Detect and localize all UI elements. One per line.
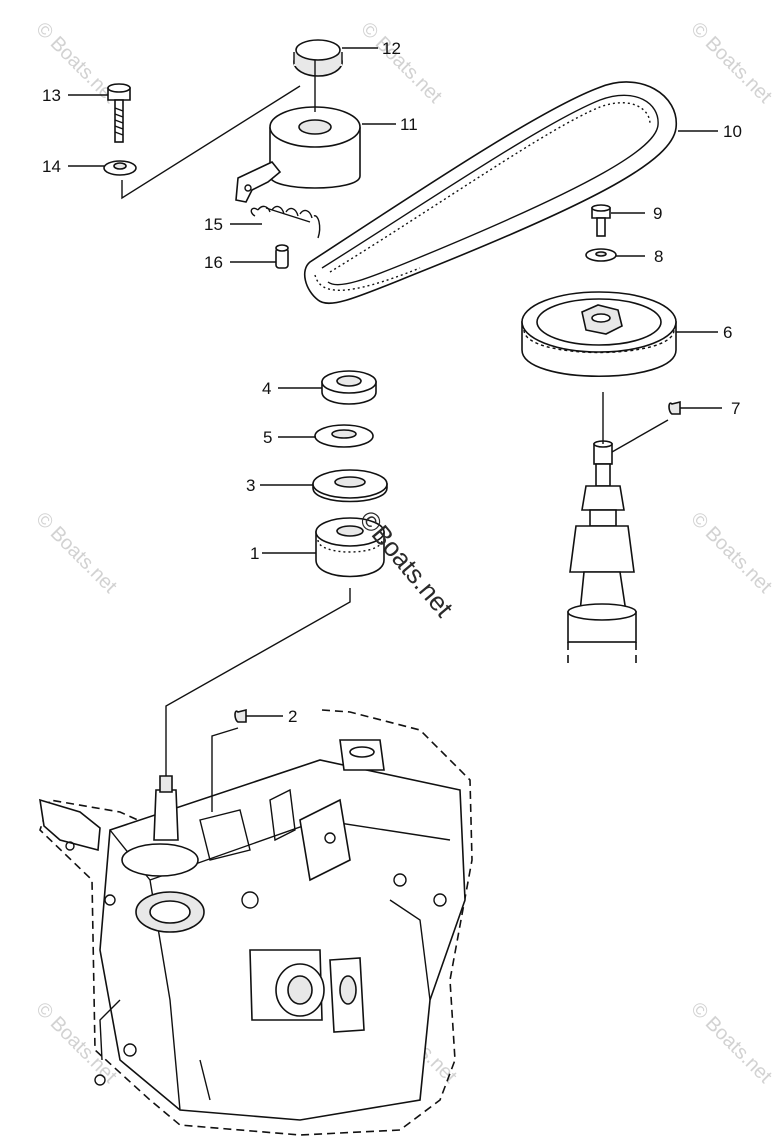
camshaft [567,440,637,666]
lock-washer-5[interactable] [314,424,374,448]
callout-8[interactable]: 8 [654,247,663,266]
cap[interactable] [293,39,343,77]
leader-lines [68,47,722,812]
callout-11[interactable]: 11 [400,115,418,134]
plate-3[interactable] [312,469,388,503]
washer-8[interactable] [585,248,617,262]
watermark-bottom-right: © Boats.net [686,998,776,1088]
callout-5[interactable]: 5 [263,428,272,447]
engine-block [39,709,473,1136]
spring[interactable] [250,205,321,239]
nut-4[interactable] [321,370,377,405]
callout-2[interactable]: 2 [288,707,297,726]
crankshaft-pulley[interactable] [315,517,385,578]
watermark-mid-left: © Boats.net [31,508,121,598]
callout-12[interactable]: 12 [382,39,401,58]
watermark-top-right: © Boats.net [686,18,776,108]
callout-15[interactable]: 15 [204,215,223,234]
bolt-13[interactable] [107,83,131,143]
bolt-9[interactable] [591,204,611,237]
timing-belt[interactable] [303,81,677,304]
key-7[interactable] [668,400,681,415]
callout-labels: 1 2 3 4 5 6 7 8 9 10 11 12 13 14 15 16 [42,39,742,726]
callout-1[interactable]: 1 [250,544,259,563]
camshaft-pulley[interactable] [521,291,677,377]
watermark-mid-right: © Boats.net [686,508,776,598]
washer-14[interactable] [103,160,137,176]
callout-7[interactable]: 7 [731,399,740,418]
callout-6[interactable]: 6 [723,323,732,342]
tensioner-pulley[interactable] [235,106,361,203]
callout-9[interactable]: 9 [653,204,662,223]
pin-16[interactable] [275,244,289,269]
watermark-top-mid: © Boats.net [356,18,446,108]
callout-10[interactable]: 10 [723,122,742,141]
callout-14[interactable]: 14 [42,157,61,176]
callout-3[interactable]: 3 [246,476,255,495]
callout-4[interactable]: 4 [262,379,271,398]
callout-16[interactable]: 16 [204,253,223,272]
key-2[interactable] [234,708,247,723]
callout-13[interactable]: 13 [42,86,61,105]
